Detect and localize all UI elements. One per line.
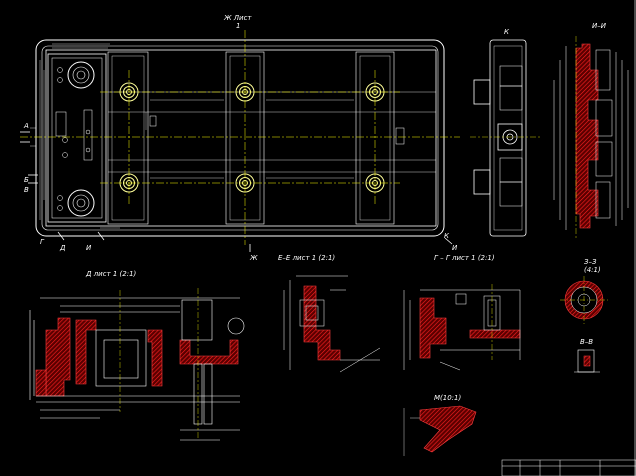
- detail-m: [403, 405, 477, 456]
- k-view-title: К: [504, 28, 509, 36]
- view-k-side: [473, 39, 527, 237]
- title-block: [501, 459, 636, 476]
- inner-flange-outline: [41, 45, 439, 231]
- section-mark-i-bottom: И: [86, 244, 92, 252]
- section-markers: [20, 131, 453, 252]
- body-outline: [45, 49, 437, 227]
- main-view-title: Ж Лист: [224, 14, 252, 22]
- section-mark-g: Г: [40, 238, 44, 246]
- main-dimensions: [30, 43, 147, 229]
- section-mark-a: А: [24, 122, 29, 130]
- section-v-v: [574, 349, 600, 373]
- section-g-g: [403, 284, 521, 371]
- section-e-e: [283, 275, 381, 373]
- section-mark-b: Б: [24, 176, 29, 184]
- section-mark-k: К: [444, 232, 449, 240]
- i-section-title: И–И: [592, 22, 606, 30]
- d-section-title: Д лист 1 (2:1): [86, 270, 137, 278]
- v-section-title: В–В: [580, 338, 594, 346]
- section-d: [29, 288, 245, 441]
- terminal-top-outer: [67, 61, 95, 89]
- z-section-title: З–З: [584, 258, 597, 266]
- section-mark-d: Д: [60, 244, 66, 252]
- section-mark-v: В: [24, 186, 29, 194]
- outer-flange-outline: [35, 39, 445, 237]
- main-plan-view: [35, 39, 445, 237]
- main-centerlines: [20, 30, 460, 245]
- terminal-block: [47, 53, 107, 223]
- e-section-title: Е–Е лист 1 (2:1): [278, 254, 336, 262]
- terminal-bottom-outer: [67, 189, 95, 217]
- section-i-i: [553, 36, 629, 240]
- section-z-z: [560, 276, 608, 324]
- g-section-title: Г – Г лист 1 (2:1): [434, 254, 495, 262]
- main-view-sheet: 1: [236, 22, 241, 30]
- m-detail-title: М(10:1): [434, 394, 462, 402]
- section-mark-zh: Ж: [250, 254, 258, 262]
- z-section-scale: (4:1): [584, 266, 601, 274]
- section-mark-i-top: И: [452, 244, 458, 252]
